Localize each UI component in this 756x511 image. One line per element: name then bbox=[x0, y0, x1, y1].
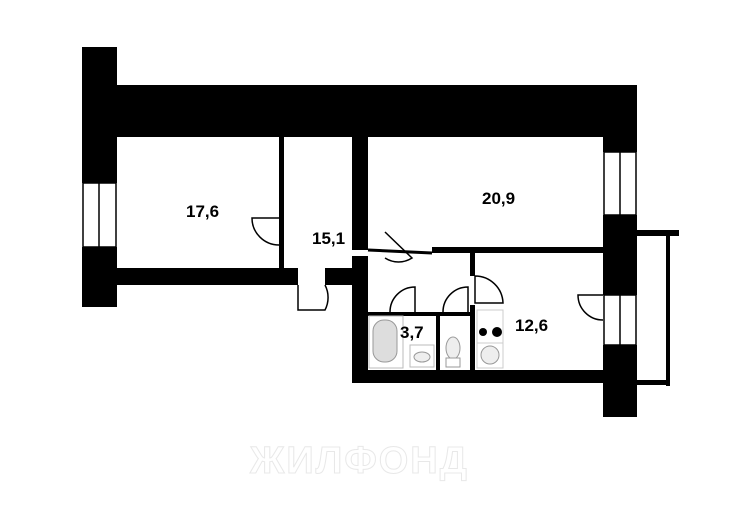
balcony-top bbox=[637, 230, 679, 236]
wall-right-top bbox=[603, 137, 637, 152]
room-area-label: 12,6 bbox=[515, 316, 549, 335]
doors bbox=[251, 217, 604, 321]
wall-top bbox=[117, 85, 637, 137]
walls bbox=[82, 47, 679, 417]
wall-corridor bbox=[352, 256, 368, 383]
room-area-label: 17,6 bbox=[186, 202, 220, 221]
wall-bath-toilet bbox=[436, 312, 440, 370]
windows bbox=[82, 151, 637, 346]
wall-bottom-left bbox=[117, 268, 298, 285]
door-bath bbox=[389, 286, 416, 313]
room-area-label: 3,7 bbox=[400, 323, 424, 342]
wall-room3-bottom bbox=[432, 247, 603, 253]
wall-right-mid bbox=[603, 215, 637, 295]
sink-icon bbox=[413, 351, 431, 363]
fixtures bbox=[368, 309, 504, 369]
door-entrance bbox=[297, 284, 329, 311]
door-room3 bbox=[384, 231, 414, 263]
balcony-side bbox=[666, 236, 670, 386]
stove-icon bbox=[476, 309, 504, 344]
wall-kitchen bbox=[470, 305, 475, 370]
wall-bottom bbox=[352, 370, 603, 383]
wall-bath-top bbox=[368, 312, 470, 316]
wall-partition-2 bbox=[352, 137, 368, 250]
door-kitchen bbox=[474, 275, 504, 304]
wall-kitchen-top bbox=[470, 253, 475, 276]
room-area-label: 20,9 bbox=[482, 189, 516, 208]
wall-right-bottom bbox=[603, 345, 637, 417]
wall-left-top bbox=[82, 47, 117, 183]
balcony-bottom bbox=[637, 380, 670, 385]
door-balcony bbox=[577, 294, 604, 321]
bathtub-icon bbox=[372, 319, 398, 363]
door-toilet bbox=[442, 286, 469, 313]
room-area-label: 15,1 bbox=[312, 229, 346, 248]
watermark-logo: ЖИЛФОНД bbox=[250, 440, 469, 483]
toilet-icon bbox=[445, 336, 461, 360]
door-room1 bbox=[251, 217, 280, 246]
wall-left-bottom bbox=[82, 247, 117, 307]
kitchen-sink-icon bbox=[480, 345, 500, 365]
wall-partition-1 bbox=[279, 137, 284, 268]
